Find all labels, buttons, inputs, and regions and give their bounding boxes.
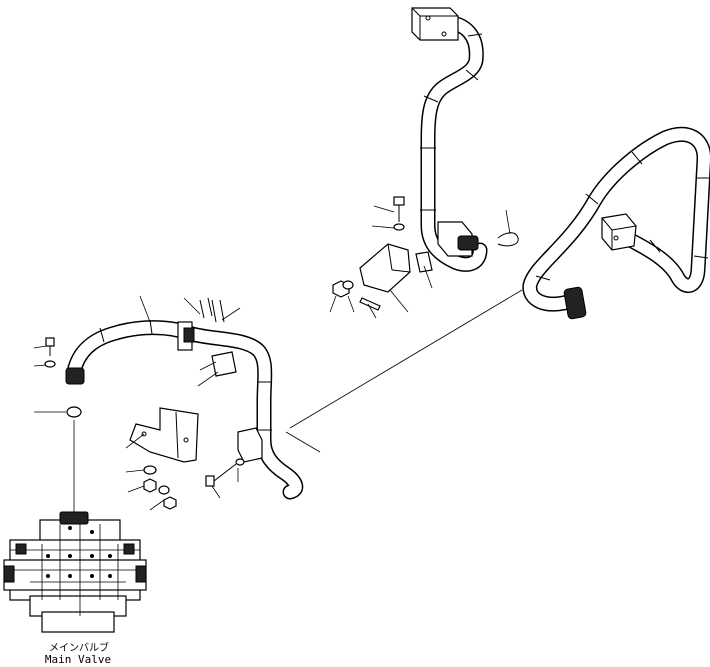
- left-pipe-assembly: [65, 297, 304, 500]
- upper-pipe-assembly: [411, 7, 519, 272]
- o-ring: [66, 406, 82, 418]
- upper-lower-flange: [437, 221, 479, 257]
- main-valve: [3, 511, 147, 633]
- upper-flange-block: [411, 7, 459, 41]
- mid-bracket-assembly: [332, 196, 433, 311]
- left-bracket: [129, 407, 245, 510]
- main-valve-label-en: Main Valve: [44, 653, 112, 666]
- leader-lines: [33, 205, 523, 520]
- top-left-bolt: [44, 337, 56, 368]
- main-valve-label-jp: メインバルブ: [49, 643, 109, 654]
- right-loop-pipe: [522, 126, 710, 320]
